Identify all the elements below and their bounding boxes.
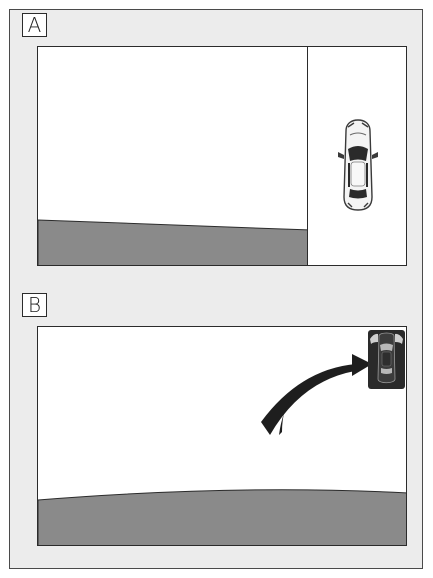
- camera-view-screen-a: [37, 46, 309, 266]
- top-view-screen-a: [307, 46, 407, 266]
- camera-view-b-graphic: [38, 327, 407, 546]
- section-label-b: B: [22, 293, 47, 317]
- ground-area: [38, 490, 407, 546]
- curved-arrow-icon: [261, 354, 372, 435]
- ground-area: [38, 220, 309, 266]
- section-label-a: A: [22, 13, 47, 37]
- camera-view-screen-b: [37, 326, 407, 546]
- camera-view-a-graphic: [38, 47, 309, 266]
- car-top-view-dark-icon: [368, 330, 405, 389]
- car-top-view-icon: [308, 47, 407, 266]
